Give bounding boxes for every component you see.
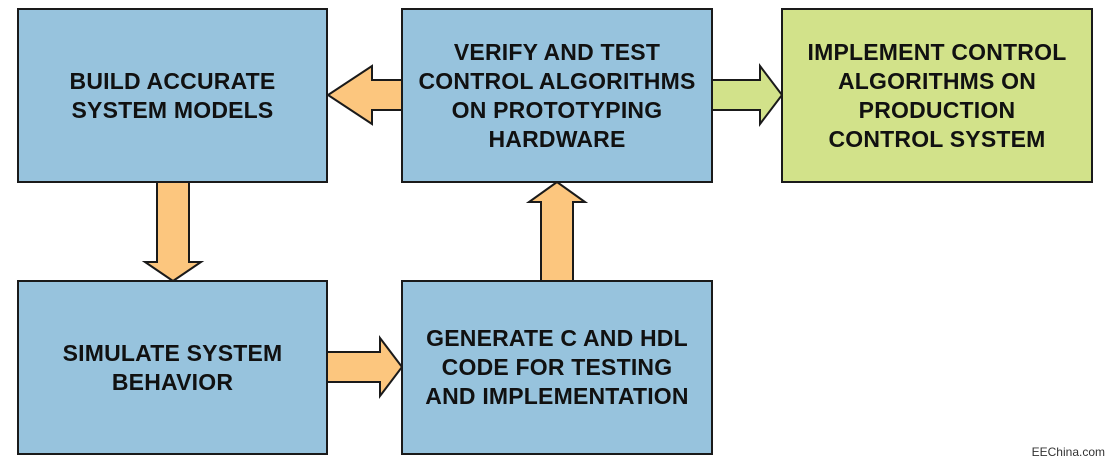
- implement-text: IMPLEMENT CONTROL ALGORITHMS ON PRODUCTI…: [808, 38, 1067, 154]
- simulate-box: SIMULATE SYSTEM BEHAVIOR: [17, 280, 328, 455]
- generate-code-text: GENERATE C AND HDL CODE FOR TESTING AND …: [425, 324, 688, 411]
- build-models-box: BUILD ACCURATE SYSTEM MODELS: [17, 8, 328, 183]
- verify-test-line-3: ON PROTOTYPING: [451, 96, 663, 123]
- generate-code-line-2: CODE FOR TESTING: [441, 354, 673, 380]
- verify-test-line-1: VERIFY AND TEST: [453, 38, 661, 65]
- verify-test-text: VERIFY AND TEST CONTROL ALGORITHMS ON PR…: [418, 38, 695, 154]
- arrow-generate-to-verify: [525, 180, 589, 282]
- generate-code-box: GENERATE C AND HDL CODE FOR TESTING AND …: [401, 280, 713, 455]
- simulate-text: SIMULATE SYSTEM BEHAVIOR: [63, 339, 283, 397]
- verify-test-box: VERIFY AND TEST CONTROL ALGORITHMS ON PR…: [401, 8, 713, 183]
- implement-line-3: PRODUCTION: [858, 96, 1016, 123]
- simulate-line-2: BEHAVIOR: [111, 368, 234, 395]
- arrow-verify-to-implement: [711, 63, 784, 127]
- implement-line-4: CONTROL SYSTEM: [828, 125, 1046, 152]
- implement-line-1: IMPLEMENT CONTROL: [807, 38, 1067, 65]
- generate-code-line-3: AND IMPLEMENTATION: [425, 383, 689, 409]
- arrow-verify-to-build: [326, 64, 403, 126]
- verify-test-line-4: HARDWARE: [488, 125, 626, 152]
- arrow-simulate-to-generate: [326, 335, 404, 399]
- watermark-text: EEChina.com: [1031, 445, 1105, 459]
- build-models-line-1: BUILD ACCURATE: [69, 67, 276, 94]
- generate-code-line-1: GENERATE C AND HDL: [426, 325, 688, 351]
- verify-test-line-2: CONTROL ALGORITHMS: [418, 67, 696, 94]
- simulate-line-1: SIMULATE SYSTEM: [62, 339, 283, 366]
- implement-box: IMPLEMENT CONTROL ALGORITHMS ON PRODUCTI…: [781, 8, 1093, 183]
- arrow-build-to-simulate: [141, 181, 205, 283]
- implement-line-2: ALGORITHMS ON: [837, 67, 1037, 94]
- build-models-text: BUILD ACCURATE SYSTEM MODELS: [70, 67, 276, 125]
- build-models-line-2: SYSTEM MODELS: [71, 96, 274, 123]
